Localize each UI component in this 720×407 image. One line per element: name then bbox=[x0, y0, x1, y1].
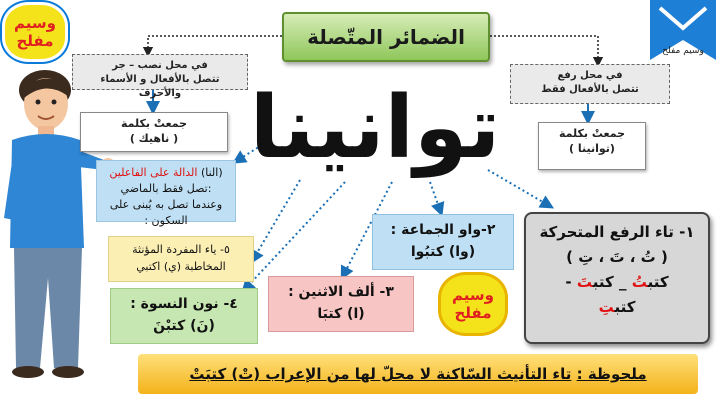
right-white-box: جمعتْ بكلمة (توانينا ) bbox=[538, 122, 646, 170]
yaa-box-line1: ٥- ياء المفردة المؤنثة bbox=[132, 243, 230, 256]
arrow-to-pink bbox=[340, 181, 393, 281]
bottom-note-text: تاء التأنيث السّاكنة لا محلّ لها من الإع… bbox=[189, 365, 572, 383]
dual-na-rest: :تصل فقط بالماضي وعندما تصل به يُبنى على… bbox=[109, 182, 223, 227]
arrow-title-left bbox=[142, 35, 282, 58]
taa-ex3-stem: كتب bbox=[614, 298, 636, 316]
author-badge-top: وسيم مفلح bbox=[0, 0, 70, 64]
taa-box-line2: ( تُ ، تَ ، تِ ) bbox=[566, 248, 668, 266]
noon-box-line1: ٤- نون النسوة : bbox=[130, 296, 238, 312]
author-badge-top-line2: مفلح bbox=[16, 32, 54, 50]
noon-box: ٤- نون النسوة : (نَ) كتبْنَ bbox=[110, 288, 258, 344]
arrow-to-green bbox=[241, 181, 346, 294]
left-white-box: جمعتْ بكلمة ( ناهيك ) bbox=[80, 112, 228, 152]
arrow-to-yellow bbox=[250, 179, 301, 265]
left-white-box-line1: جمعتْ بكلمة bbox=[120, 117, 188, 130]
waw-box-line2: (وا) كتبُوا bbox=[410, 244, 476, 260]
noon-box-line2: (نَ) كتبْنَ bbox=[153, 318, 215, 334]
taa-box: ١- تاء الرفع المتحركة ( تُ ، تَ ، تِ ) ك… bbox=[524, 212, 710, 344]
author-badge-bottom: وسيم مفلح bbox=[438, 272, 508, 336]
dual-na-highlight: الدالة على الفاعلين bbox=[109, 166, 198, 179]
alif-box: ٣- ألف الاثنين : (ا) كتبَا bbox=[268, 276, 414, 332]
arrow-title-right bbox=[490, 35, 604, 68]
right-white-box-line1: جمعتْ بكلمة bbox=[558, 127, 626, 140]
corner-banner-text: وسيم مفلح bbox=[662, 46, 704, 56]
right-white-box-line2: (توانينا ) bbox=[569, 142, 615, 155]
arrow-to-dark bbox=[487, 169, 555, 209]
bottom-note: ملحوظة : تاء التأنيث السّاكنة لا محلّ له… bbox=[138, 354, 698, 394]
dual-na-note: (النا) الدالة على الفاعلين :تصل فقط بالم… bbox=[96, 160, 236, 227]
bottom-note-label: ملحوظة : bbox=[576, 365, 647, 383]
alif-box-line1: ٣- ألف الاثنين : bbox=[288, 284, 394, 300]
taa-box-line1: ١- تاء الرفع المتحركة bbox=[539, 223, 695, 241]
page-title: الضمائر المتّصلة bbox=[282, 12, 490, 62]
right-gray-box: في محل رفع تتصل بالأفعال فقط bbox=[510, 64, 670, 104]
mnemonic-word: توانينا bbox=[249, 78, 501, 178]
right-gray-box-line2: تتصل بالأفعال فقط bbox=[541, 84, 639, 95]
author-badge-top-line1: وسيم bbox=[14, 14, 56, 32]
author-badge-bottom-line2: مفلح bbox=[454, 304, 492, 322]
taa-box-line3: كتبتُ _ كتبتَ - bbox=[534, 270, 700, 295]
author-badge-bottom-line1: وسيم bbox=[452, 286, 494, 304]
left-white-box-line2: ( ناهيك ) bbox=[129, 132, 179, 145]
arrow-to-lblue bbox=[429, 181, 445, 217]
corner-banner-icon bbox=[650, 0, 716, 60]
dual-na-prefix: (النا) bbox=[200, 166, 223, 179]
yaa-box: ٥- ياء المفردة المؤنثة المخاطبة (ي) اكتب… bbox=[108, 236, 254, 282]
left-gray-box-line1: في محل نصب – جر bbox=[112, 60, 208, 71]
taa-ex2-suffix: تَ bbox=[576, 273, 593, 291]
waw-box-line1: ٢-واو الجماعة : bbox=[390, 222, 496, 238]
taa-ex-dash: - bbox=[565, 273, 577, 291]
left-gray-box-line2: تتصل بالأفعال و الأسماء والأحرف bbox=[100, 74, 220, 99]
taa-ex3-suffix: تِ bbox=[598, 298, 615, 316]
right-gray-box-line1: في محل رفع bbox=[557, 70, 623, 81]
taa-ex2-stem: كتب bbox=[592, 273, 614, 291]
taa-box-line4: كتبتِ bbox=[534, 295, 700, 320]
yaa-box-line2: المخاطبة (ي) اكتبي bbox=[136, 260, 226, 273]
waw-box: ٢-واو الجماعة : (وا) كتبُوا bbox=[372, 214, 514, 270]
taa-ex-sep: _ bbox=[613, 273, 632, 291]
left-gray-box: في محل نصب – جر تتصل بالأفعال و الأسماء … bbox=[72, 54, 248, 99]
taa-ex1-stem: كتب bbox=[647, 273, 669, 291]
taa-ex1-suffix: تُ bbox=[631, 273, 648, 291]
teacher-illustration bbox=[4, 70, 115, 378]
alif-box-line2: (ا) كتبَا bbox=[317, 306, 365, 322]
